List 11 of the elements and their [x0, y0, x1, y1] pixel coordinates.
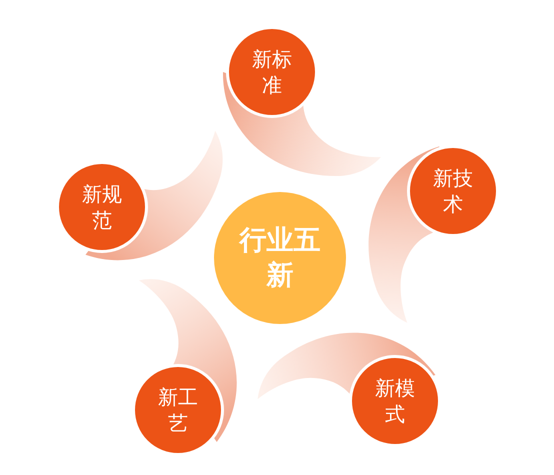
hub-label: 行业五新 — [238, 224, 322, 293]
comet-swoosh — [257, 332, 441, 447]
topic-label: 新技术 — [432, 165, 474, 217]
topic-label: 新标准 — [251, 46, 293, 98]
comet-swoosh — [56, 130, 223, 261]
topic-label: 新模式 — [374, 375, 416, 427]
comet-swoosh — [132, 279, 237, 456]
comet-swoosh — [222, 26, 381, 177]
topic-label: 新工艺 — [157, 384, 199, 436]
topic-label: 新规范 — [81, 181, 123, 233]
comet-swoosh — [368, 145, 499, 323]
